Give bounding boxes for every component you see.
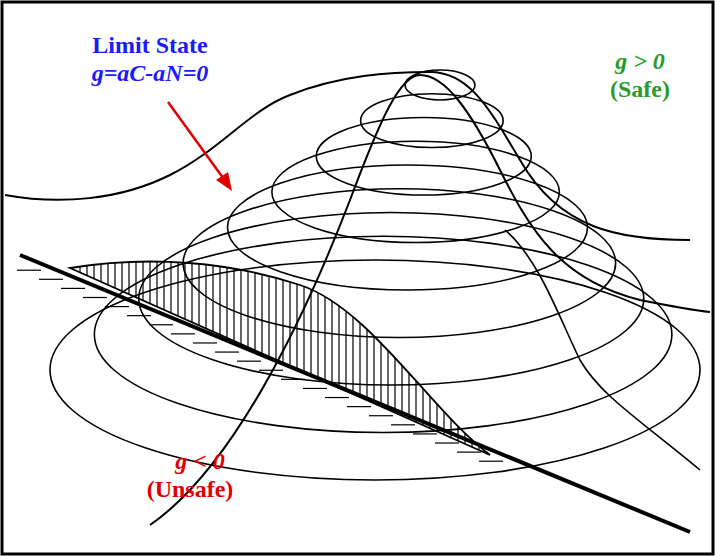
plane-tick — [39, 279, 63, 280]
plane-ticks — [17, 270, 503, 461]
plane-tick — [347, 406, 371, 407]
density-curve — [5, 72, 690, 240]
plane-tick — [391, 424, 415, 425]
plane-tick — [237, 361, 261, 362]
limit-state-line — [20, 255, 690, 532]
limit-state-equation: g=aC-aN=0 — [92, 60, 209, 86]
contour-ring — [272, 141, 560, 242]
contour-ring — [50, 260, 700, 480]
plane-tick — [435, 442, 459, 443]
plane-tick — [61, 288, 85, 289]
plane-tick — [127, 315, 151, 316]
unsafe-condition: g < 0 — [175, 448, 225, 474]
plane-tick — [281, 379, 305, 380]
plane-tick — [369, 415, 393, 416]
leader-arrow — [168, 102, 226, 182]
plane-tick — [83, 297, 107, 298]
limit-state-title: Limit State — [92, 32, 207, 58]
hatched-failure-volume — [70, 262, 490, 455]
plane-tick — [479, 461, 503, 462]
plane-tick — [193, 342, 217, 343]
plane-tick — [325, 397, 349, 398]
contour-rings — [50, 70, 700, 480]
arrow-head — [216, 172, 232, 191]
plane-tick — [215, 351, 239, 352]
plane-tick — [457, 452, 481, 453]
plane-tick — [17, 270, 41, 271]
safe-condition: g > 0 — [615, 48, 665, 74]
plane-tick — [413, 433, 437, 434]
plane-tick — [105, 306, 129, 307]
density-curve — [505, 230, 700, 470]
safe-label: (Safe) — [610, 76, 670, 102]
plane-tick — [259, 370, 283, 371]
plane-tick — [171, 333, 195, 334]
unsafe-label: (Unsafe) — [147, 476, 234, 502]
plane-tick — [303, 388, 327, 389]
plane-tick — [149, 324, 173, 325]
